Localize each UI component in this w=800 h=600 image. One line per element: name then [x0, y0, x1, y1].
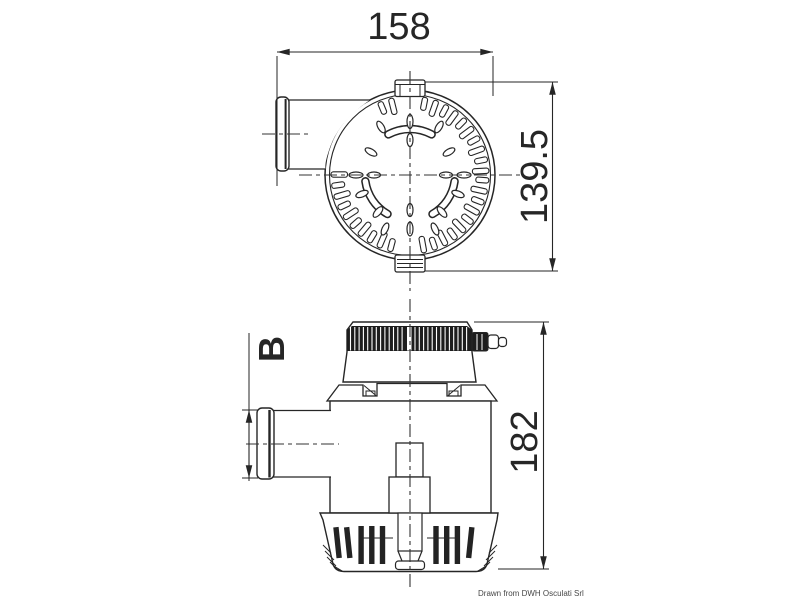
- intake-hole: [364, 147, 378, 157]
- strainer-slot: [471, 167, 490, 175]
- cable-barb-fitting: [471, 332, 508, 352]
- base-slot: [358, 526, 364, 564]
- strainer-slot: [377, 101, 388, 115]
- motor-cap-rib-lines: [349, 326, 468, 351]
- strainer-slot: [388, 97, 398, 116]
- intake-hole: [434, 120, 444, 134]
- base-slot: [454, 526, 461, 564]
- strainer-slot-ring: [330, 96, 490, 254]
- strainer-slot: [463, 203, 480, 216]
- hatch-line: [485, 550, 496, 561]
- strainer-slot: [357, 221, 372, 237]
- dimension-width-158: 158: [276, 6, 494, 186]
- strainer-slot: [418, 235, 428, 254]
- strainer-slot: [337, 200, 351, 211]
- strainer-slot: [470, 185, 488, 195]
- intake-hole: [442, 147, 456, 157]
- strainer-slot: [428, 236, 438, 251]
- cap-band-gap-highlight: [407, 327, 412, 351]
- outlet-port-cover: [289, 100, 370, 169]
- hatch-line: [483, 556, 494, 567]
- strainer-corner-hatching: [322, 544, 498, 572]
- dimension-height-182: 182: [474, 321, 549, 570]
- strainer-slot: [428, 99, 439, 117]
- hatch-line: [324, 550, 335, 561]
- base-slot: [433, 526, 439, 564]
- base-slot: [343, 526, 353, 559]
- strainer-slot: [387, 238, 396, 253]
- strainer-base-slots: [333, 526, 475, 564]
- intake-hole: [451, 189, 465, 199]
- base-slot: [465, 526, 475, 559]
- base-slot: [444, 526, 450, 564]
- hatch-line: [326, 556, 337, 567]
- dim-height-top-label: 139.5: [514, 129, 556, 224]
- strainer-slot: [331, 181, 346, 189]
- strainer-slot: [333, 190, 351, 200]
- base-slot: [333, 526, 342, 559]
- hatch-line: [322, 544, 332, 554]
- outlet-port-side: [246, 407, 339, 480]
- intake-hole: [380, 222, 390, 236]
- side-view: B 182: [242, 299, 549, 591]
- strainer-slot: [445, 110, 459, 126]
- intake-hole: [355, 189, 369, 199]
- flange-clip-details: [363, 385, 461, 397]
- hatch-line: [476, 568, 483, 572]
- strainer-internal-edges: [361, 529, 459, 546]
- mounting-flange: [325, 382, 499, 402]
- strainer-slot: [458, 125, 475, 140]
- hatch-line: [488, 544, 498, 554]
- base-slot: [379, 526, 386, 564]
- dimension-height-139-5: 139.5: [425, 81, 558, 272]
- strainer-slot: [467, 145, 486, 157]
- strainer-slot: [330, 171, 349, 178]
- strainer-slot: [438, 104, 450, 118]
- intake-hole: [436, 206, 448, 218]
- hatch-line: [337, 568, 344, 572]
- strainer-slot: [420, 96, 429, 111]
- strainer-slot: [455, 117, 468, 130]
- dim-outlet-label: B: [251, 336, 292, 362]
- intake-hole: [372, 206, 384, 218]
- top-view: 158 139.5: [262, 6, 558, 291]
- strainer-slot: [461, 213, 474, 225]
- dim-width-label: 158: [367, 6, 430, 48]
- dim-height-side-label: 182: [504, 410, 546, 473]
- intake-hole: [430, 222, 440, 236]
- strainer-slot: [451, 218, 467, 234]
- dimension-outlet-B: B: [242, 333, 292, 481]
- watermark: Drawn from DWH Osculati Srl: [478, 589, 584, 598]
- strainer-slot: [473, 156, 489, 165]
- base-slot: [369, 526, 375, 564]
- strainer-slot: [475, 176, 490, 184]
- strainer-slot: [470, 196, 485, 206]
- strainer-slot: [446, 227, 458, 241]
- strainer-slot: [349, 217, 362, 230]
- strainer-slot: [467, 135, 481, 146]
- strainer-slot: [342, 207, 359, 221]
- strainer-slot: [366, 230, 378, 244]
- intake-hole: [376, 120, 386, 134]
